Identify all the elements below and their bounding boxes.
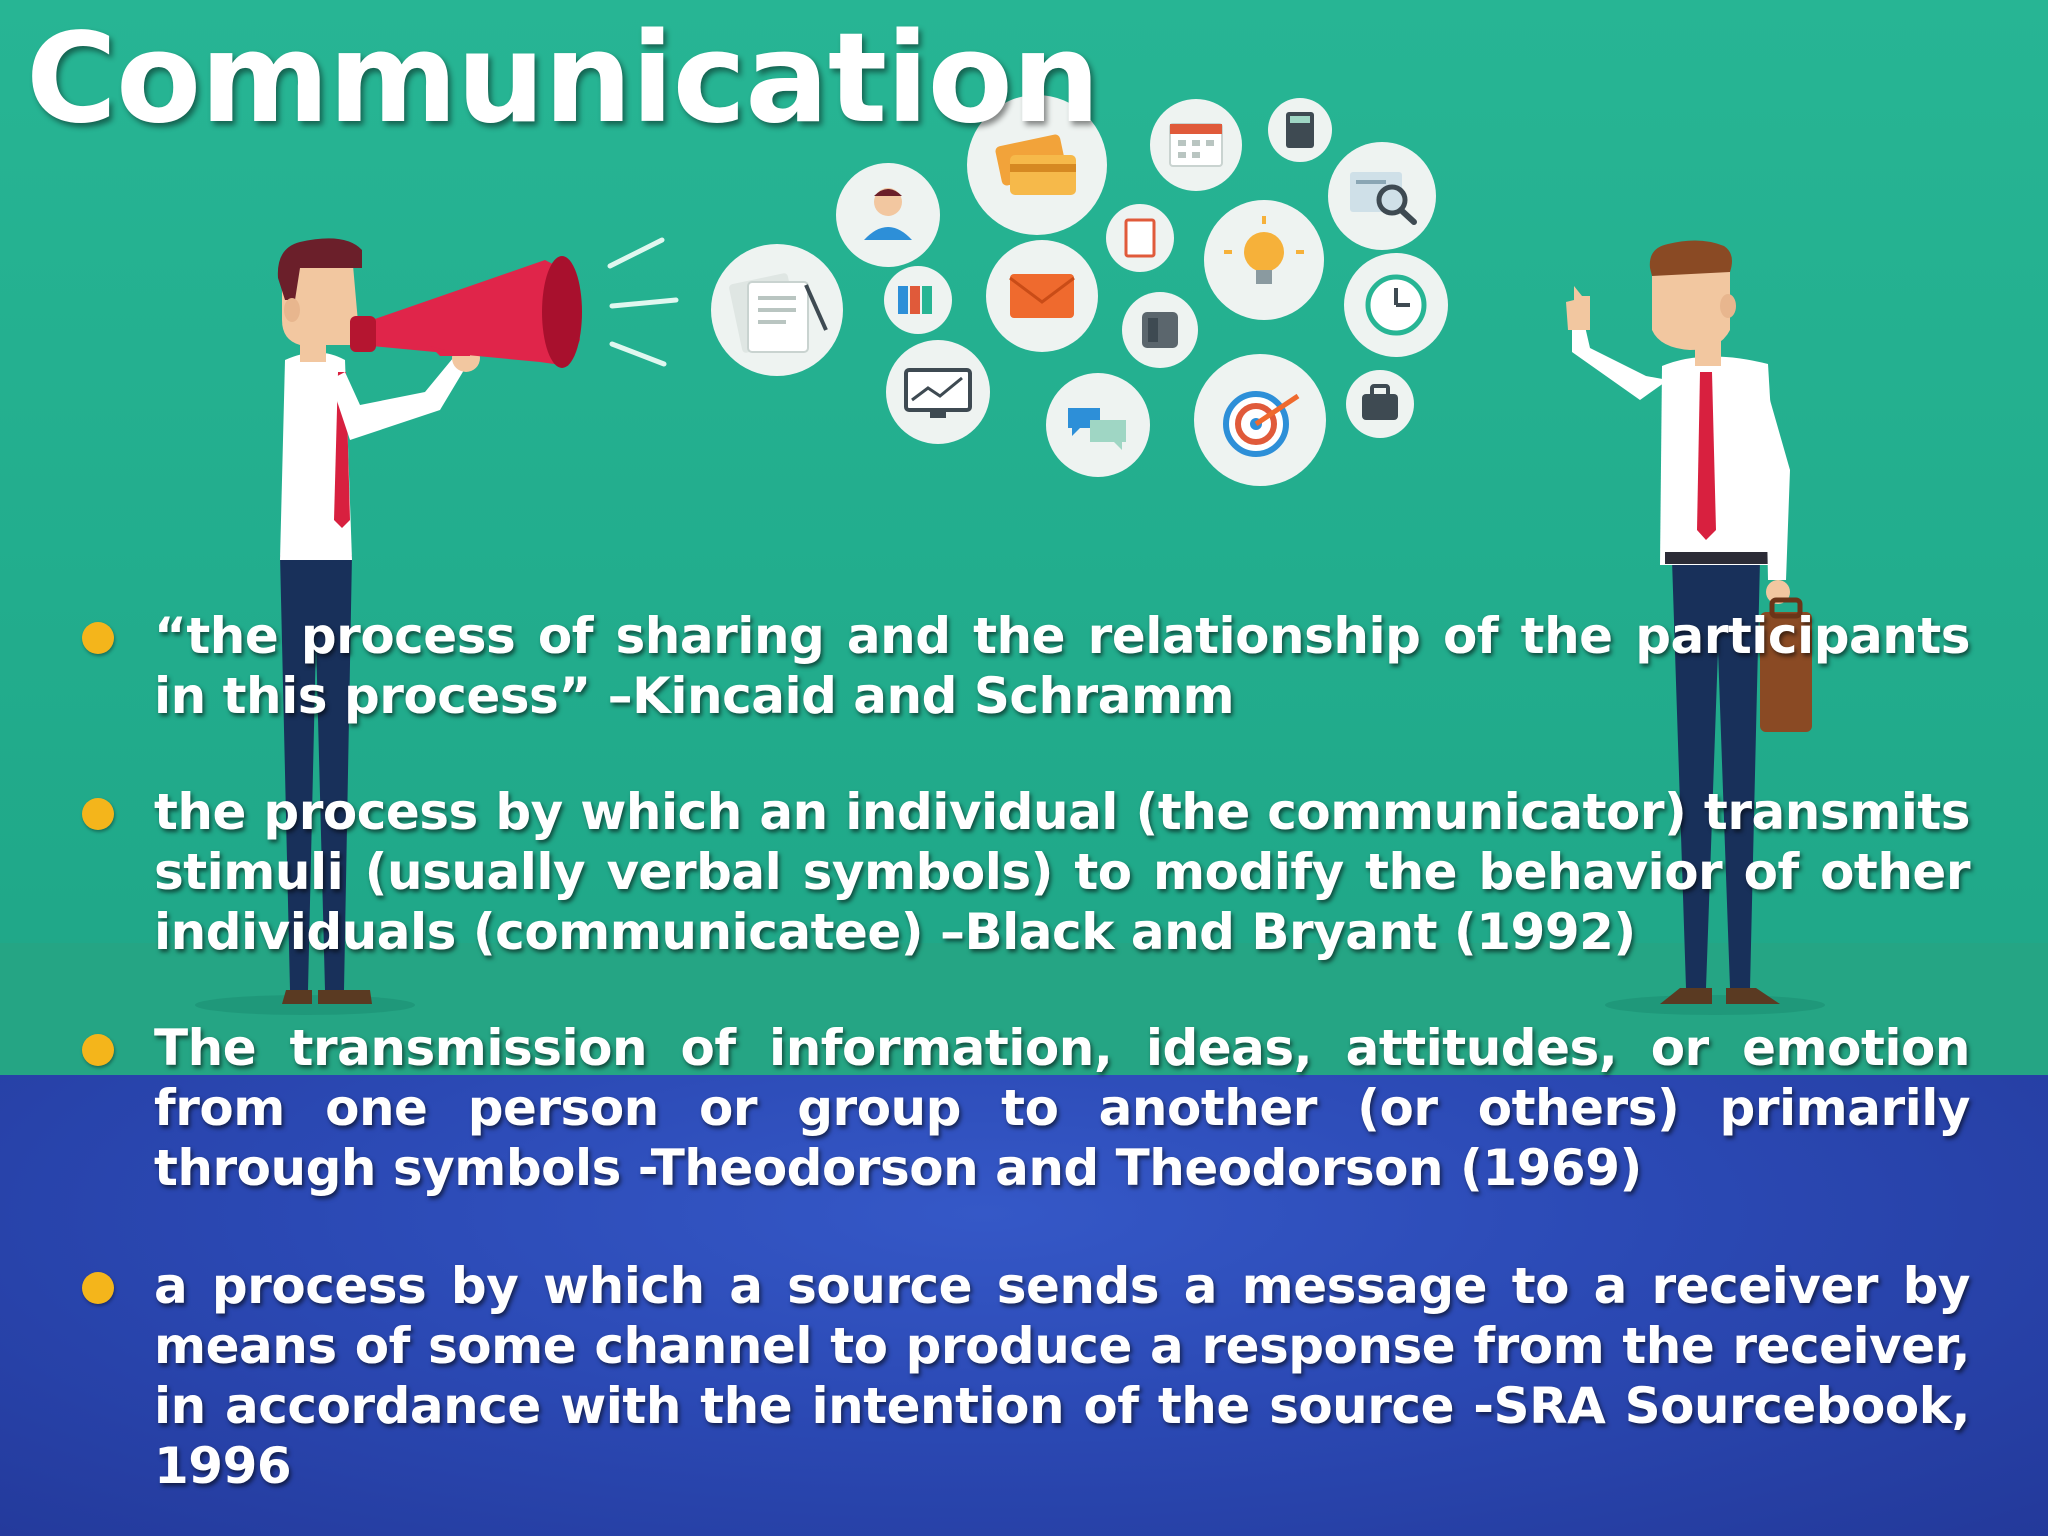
- chat-bubbles-icon: [1046, 373, 1150, 477]
- person-icon: [836, 163, 940, 267]
- definition-item: a process by which a source sends a mess…: [78, 1256, 1971, 1496]
- bottom-background: [0, 1075, 2048, 1536]
- definition-text: a process by which a source sends a mess…: [154, 1257, 1971, 1495]
- chart-monitor-icon: [886, 340, 990, 444]
- documents-icon: [711, 244, 843, 376]
- bullet-dot-icon: [82, 1034, 114, 1066]
- slide-title: Communication: [26, 7, 1100, 151]
- definition-item: the process by which an individual (the …: [78, 782, 1971, 962]
- search-icon: [1328, 142, 1436, 250]
- communication-illustration: [195, 95, 1825, 1015]
- bullet-dot-icon: [82, 622, 114, 654]
- clock-icon: [1344, 253, 1448, 357]
- definition-item: “the process of sharing and the relation…: [78, 606, 1971, 726]
- folders-icon: [884, 266, 952, 334]
- credit-card-icon: [967, 95, 1107, 235]
- target-icon: [1194, 354, 1326, 486]
- speaker-man-illustration: [277, 237, 679, 1004]
- definition-text: “the process of sharing and the relation…: [154, 607, 1971, 725]
- note-icon: [1106, 204, 1174, 272]
- definition-text: the process by which an individual (the …: [154, 783, 1971, 961]
- lightbulb-icon: [1204, 200, 1324, 320]
- calculator-icon: [1268, 98, 1332, 162]
- briefcase-icon: [1346, 370, 1414, 438]
- envelope-icon: [986, 240, 1098, 352]
- bullet-dot-icon: [82, 1272, 114, 1304]
- bullet-dot-icon: [82, 798, 114, 830]
- definition-text: The transmission of information, ideas, …: [154, 1019, 1971, 1197]
- listener-man-illustration: [1566, 240, 1812, 1004]
- definition-item: The transmission of information, ideas, …: [78, 1018, 1971, 1198]
- calendar-icon: [1150, 99, 1242, 191]
- phone-icon: [1122, 292, 1198, 368]
